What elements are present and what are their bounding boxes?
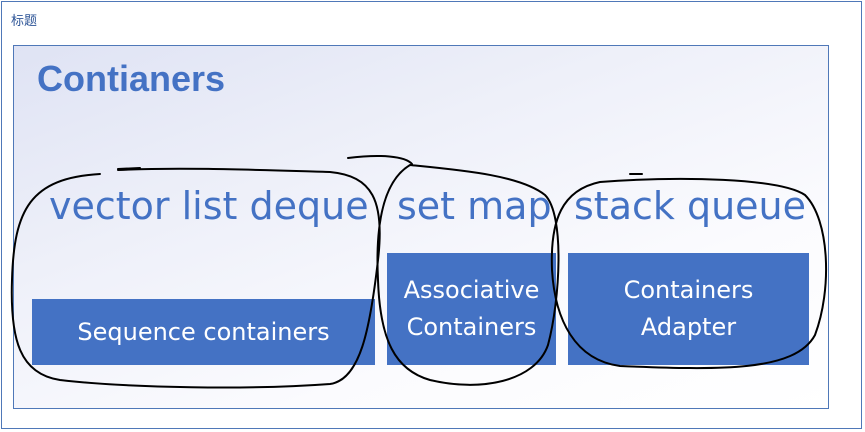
- containers-adapter-box: Containers Adapter: [568, 253, 809, 365]
- adapter-items-text: stack queue: [574, 184, 807, 228]
- associative-containers-box: Associative Containers: [387, 253, 556, 365]
- slide-title: Contianers: [37, 58, 226, 99]
- sequence-containers-box: Sequence containers: [32, 299, 375, 365]
- sequence-items-text: vector list deque: [49, 184, 369, 228]
- frame-title-label: 标题: [11, 14, 38, 29]
- associative-items-text: set map: [397, 184, 552, 228]
